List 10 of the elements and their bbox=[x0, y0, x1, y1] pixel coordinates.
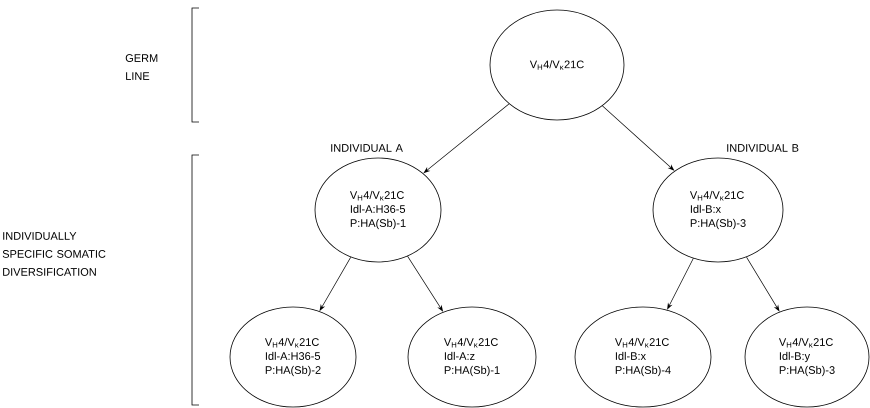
ellipse-node: V$_{H}$4/V$_{κ}$21C Idl-A:H36-5 P:HA(Sb)-1 bbox=[314, 158, 442, 262]
ellipse-node: V$_{H}$4/V$_{κ}$21C Idl-B:y P:HA(Sb)-3 bbox=[744, 306, 870, 408]
ellipse-node: V$_{H}$4/V$_{κ}$21C Idl-A:z P:HA(Sb)-1 bbox=[408, 306, 536, 408]
ellipse-node: V$_{H}$4/V$_{κ}$21C bbox=[490, 10, 624, 120]
ellipse-node: V$_{H}$4/V$_{κ}$21C Idl-B:x P:HA(Sb)-3 bbox=[652, 158, 784, 262]
side-label: INDIVIDUAL B bbox=[727, 144, 798, 152]
ellipse-node: V$_{H}$4/V$_{κ}$21C Idl-A:H36-5 P:HA(Sb)-2 bbox=[230, 306, 356, 408]
ellipse-node: V$_{H}$4/V$_{κ}$21C Idl-B:x P:HA(Sb)-4 bbox=[574, 306, 712, 408]
side-label: GERM LINE bbox=[126, 54, 158, 80]
side-label: INDIVIDUALLY SPECIFIC SOMATIC DIVERSIFICATION bbox=[2, 232, 106, 276]
